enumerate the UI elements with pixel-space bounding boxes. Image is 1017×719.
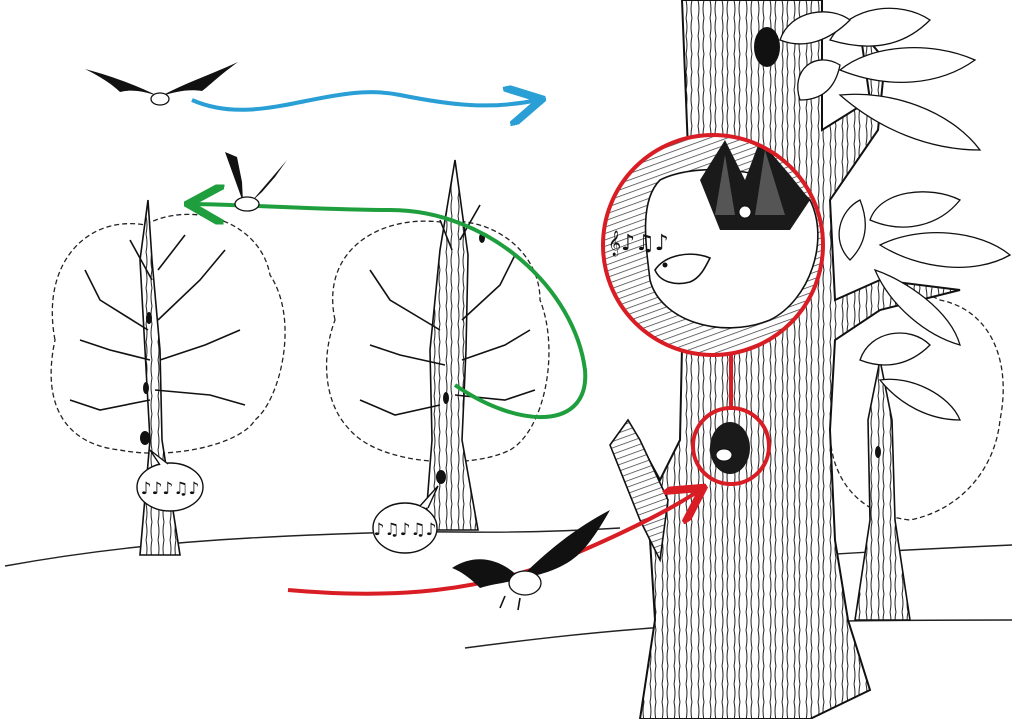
bat-icon xyxy=(225,152,287,211)
tree-cavity-icon xyxy=(754,27,780,67)
bat-icon xyxy=(85,62,238,105)
commute-arrow xyxy=(192,92,538,110)
music-note-icon: ♪♪♪♫♪ xyxy=(141,479,200,499)
song-bubble: ♪♪♪♫♪ xyxy=(137,450,203,511)
tree-cavity-icon xyxy=(875,446,881,458)
music-note-icon: 𝄞♪♫♪ xyxy=(608,230,669,256)
music-note-icon: ♪♫♪♫♪ xyxy=(373,520,436,540)
song-bubble: ♪♫♪♫♪ xyxy=(373,486,438,553)
